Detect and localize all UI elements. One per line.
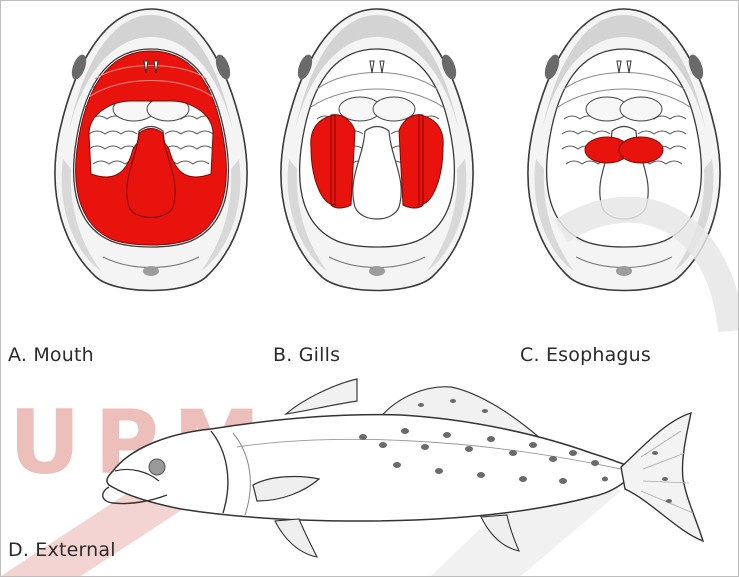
label-mouth: A. Mouth <box>8 344 94 366</box>
label-esophagus: C. Esophagus <box>520 344 651 366</box>
head-mouth <box>55 9 247 291</box>
label-external: D. External <box>8 539 116 561</box>
label-gills: B. Gills <box>273 344 340 366</box>
head-gills <box>281 9 473 291</box>
